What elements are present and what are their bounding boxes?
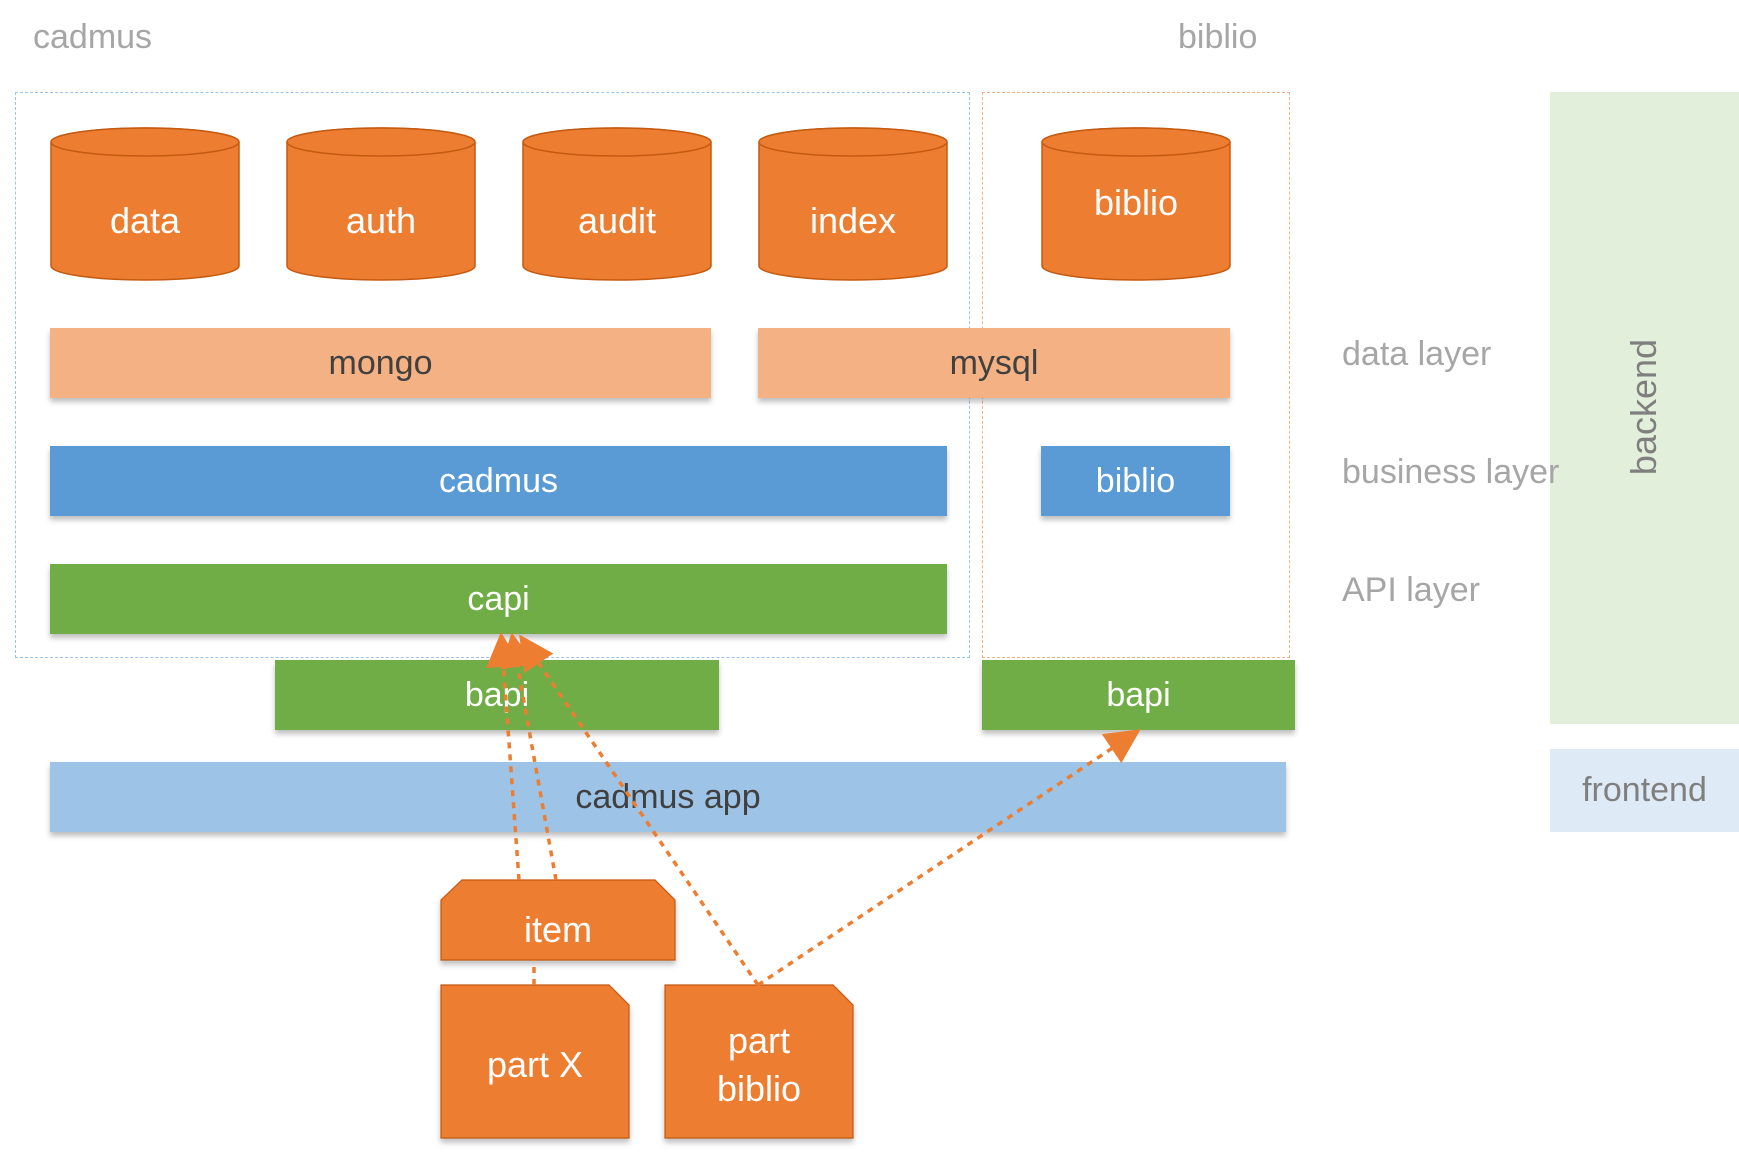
capi-bar: capi — [50, 564, 947, 634]
cylinder-icon — [1041, 127, 1231, 281]
mysql-engine-bar: mysql — [758, 328, 1230, 398]
part-biblio-label: part biblio — [665, 1010, 853, 1120]
api-layer-label: API layer — [1342, 571, 1480, 609]
bapi-cadmus-bar: bapi — [275, 660, 719, 730]
data-layer-label: data layer — [1342, 335, 1492, 373]
backend-band — [1550, 92, 1739, 724]
database-label: data — [109, 200, 181, 241]
cylinder-icon — [758, 127, 948, 281]
cadmus-business-bar: cadmus — [50, 446, 947, 516]
business-layer-label: business layer — [1342, 453, 1560, 491]
database-label: auth — [345, 200, 417, 241]
database-label: index — [809, 200, 897, 241]
database-label: biblio — [1093, 182, 1179, 223]
cadmus-app-bar: cadmus app — [50, 762, 1286, 832]
frontend-band: frontend — [1550, 749, 1739, 832]
part-x-label: part X — [486, 1044, 584, 1085]
database-index: index — [757, 126, 949, 286]
backend-label: backend — [1623, 338, 1664, 476]
database-biblio: biblio — [1040, 126, 1232, 286]
database-auth: auth — [285, 126, 477, 286]
cadmus-group-title: cadmus — [33, 18, 153, 56]
cylinder-icon — [286, 127, 476, 281]
database-label: audit — [577, 200, 657, 241]
bapi-biblio-bar: bapi — [982, 660, 1295, 730]
database-data: data — [49, 126, 241, 286]
part-biblio-line2: biblio — [716, 1068, 802, 1109]
cylinder-icon — [522, 127, 712, 281]
part-biblio-line1: part — [727, 1020, 791, 1061]
item-label: item — [523, 909, 592, 950]
cylinder-icon — [50, 127, 240, 281]
mongo-engine-bar: mongo — [50, 328, 711, 398]
biblio-group-title: biblio — [1178, 18, 1258, 56]
biblio-business-bar: biblio — [1041, 446, 1230, 516]
database-audit: audit — [521, 126, 713, 286]
